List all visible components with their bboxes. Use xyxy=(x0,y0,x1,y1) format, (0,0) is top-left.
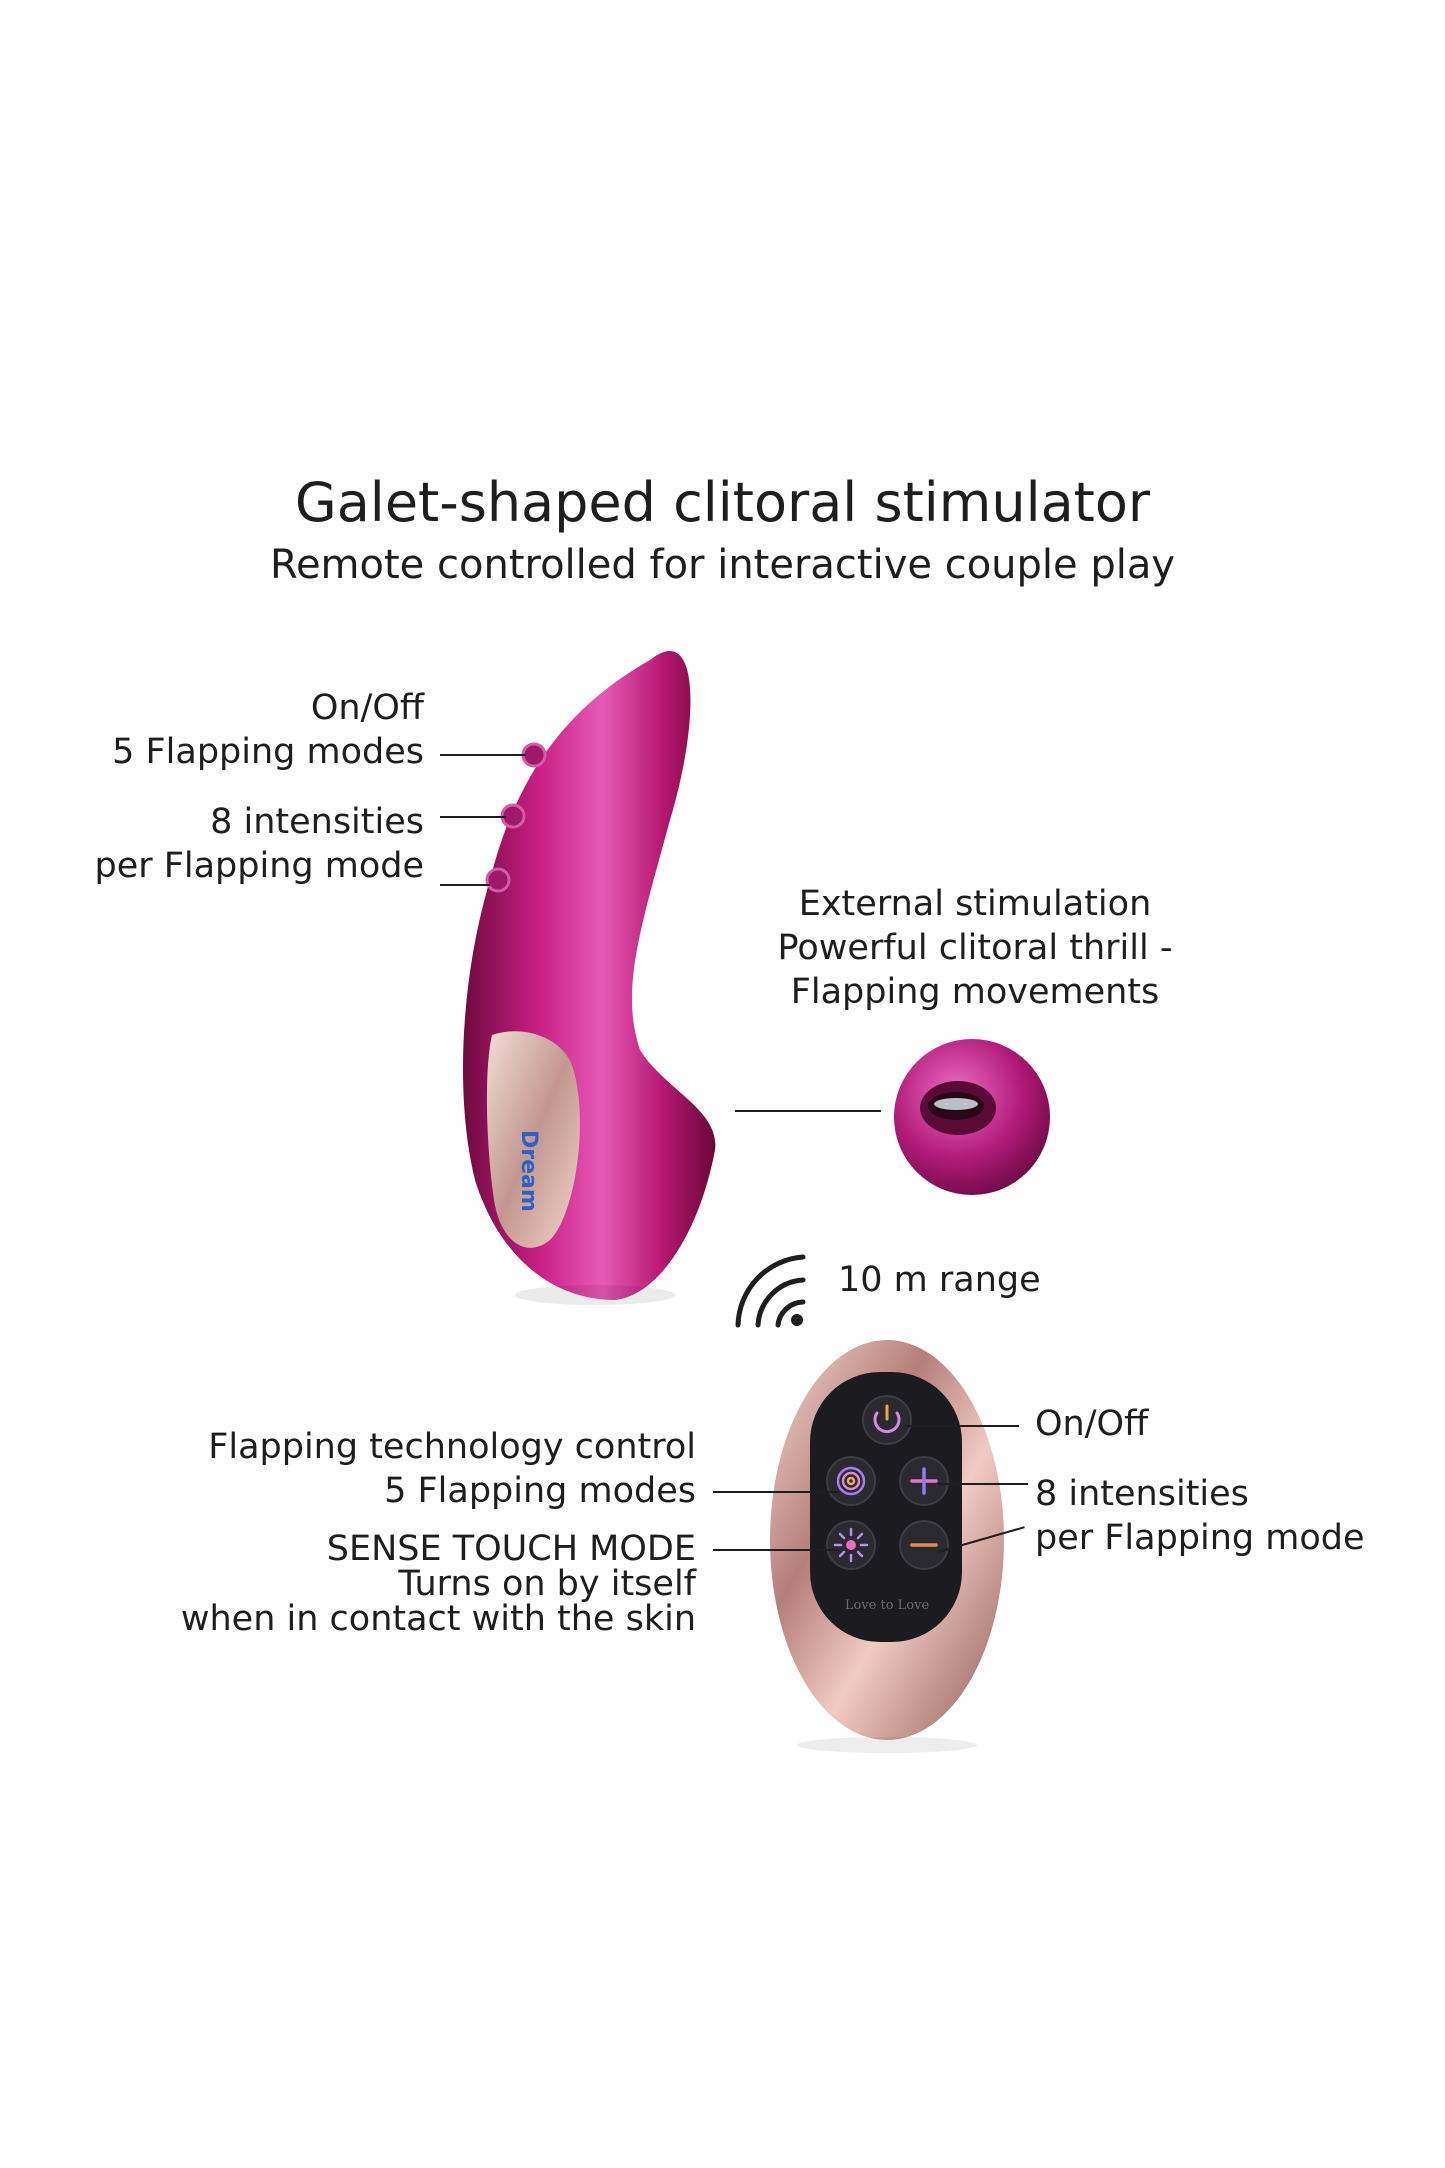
plus-icon xyxy=(910,1467,938,1495)
label-line: External stimulation xyxy=(798,884,1152,924)
label-line: 8 intensities xyxy=(210,802,424,842)
page-subtitle: Remote controlled for interactive couple… xyxy=(269,542,1176,588)
leader-line xyxy=(440,816,506,818)
leader-line xyxy=(938,1483,1028,1485)
flapping-mode-icon xyxy=(836,1466,866,1496)
label-line: per Flapping mode xyxy=(94,846,424,886)
remote-control: Love to Love xyxy=(770,1340,1004,1753)
leader-line xyxy=(905,1425,1019,1427)
remote-sense-touch-button[interactable] xyxy=(826,1520,876,1570)
remote-mode-button[interactable] xyxy=(826,1456,876,1506)
leader-line xyxy=(440,754,526,756)
leader-line xyxy=(713,1549,839,1551)
remote-brand-text: Love to Love xyxy=(845,1598,930,1613)
remote-minus-button[interactable] xyxy=(899,1520,949,1570)
leader-line xyxy=(440,884,490,886)
label-line: SENSE TOUCH MODE xyxy=(326,1529,696,1569)
power-icon xyxy=(873,1411,901,1434)
head-closeup xyxy=(894,1039,1050,1195)
device-brand-text: Dream xyxy=(516,1130,541,1212)
wireless-signal-icon xyxy=(735,1254,806,1328)
label-line: 8 intensities xyxy=(1035,1474,1249,1514)
leader-line xyxy=(735,1110,881,1112)
label-line: Powerful clitoral thrill - xyxy=(777,928,1173,968)
head-label: External stimulation Powerful clitoral t… xyxy=(740,882,1210,1014)
label-line: On/Off xyxy=(310,688,424,728)
leader-line xyxy=(713,1491,839,1493)
remote-mode-label: Flapping technology control 5 Flapping m… xyxy=(208,1425,696,1513)
device-power-button[interactable] xyxy=(521,742,547,768)
label-line: per Flapping mode xyxy=(1035,1518,1365,1558)
remote-power-button[interactable] xyxy=(862,1395,912,1445)
remote-power-label: On/Off xyxy=(1035,1404,1149,1444)
remote-plus-button[interactable] xyxy=(899,1456,949,1506)
range-label: 10 m range xyxy=(838,1260,1041,1300)
label-line: 5 Flapping modes xyxy=(112,732,424,772)
device-body: Dream xyxy=(463,650,716,1305)
label-line: Turns on by itself xyxy=(398,1564,696,1604)
device-buttons-label: On/Off 5 Flapping modes xyxy=(112,686,424,774)
device-intensity-label: 8 intensities per Flapping mode xyxy=(94,800,424,888)
label-line: when in contact with the skin xyxy=(180,1599,696,1639)
label-line: 5 Flapping modes xyxy=(384,1471,696,1511)
sense-touch-icon xyxy=(833,1527,869,1563)
label-line: Flapping movements xyxy=(790,972,1160,1012)
page-title: Galet-shaped clitoral stimulator xyxy=(294,471,1151,534)
remote-sense-touch-label: SENSE TOUCH MODE Turns on by itself when… xyxy=(181,1532,696,1637)
label-line: Flapping technology control xyxy=(208,1427,696,1467)
remote-intensity-label: 8 intensities per Flapping mode xyxy=(1035,1472,1365,1560)
device-minus-button[interactable] xyxy=(485,867,511,893)
